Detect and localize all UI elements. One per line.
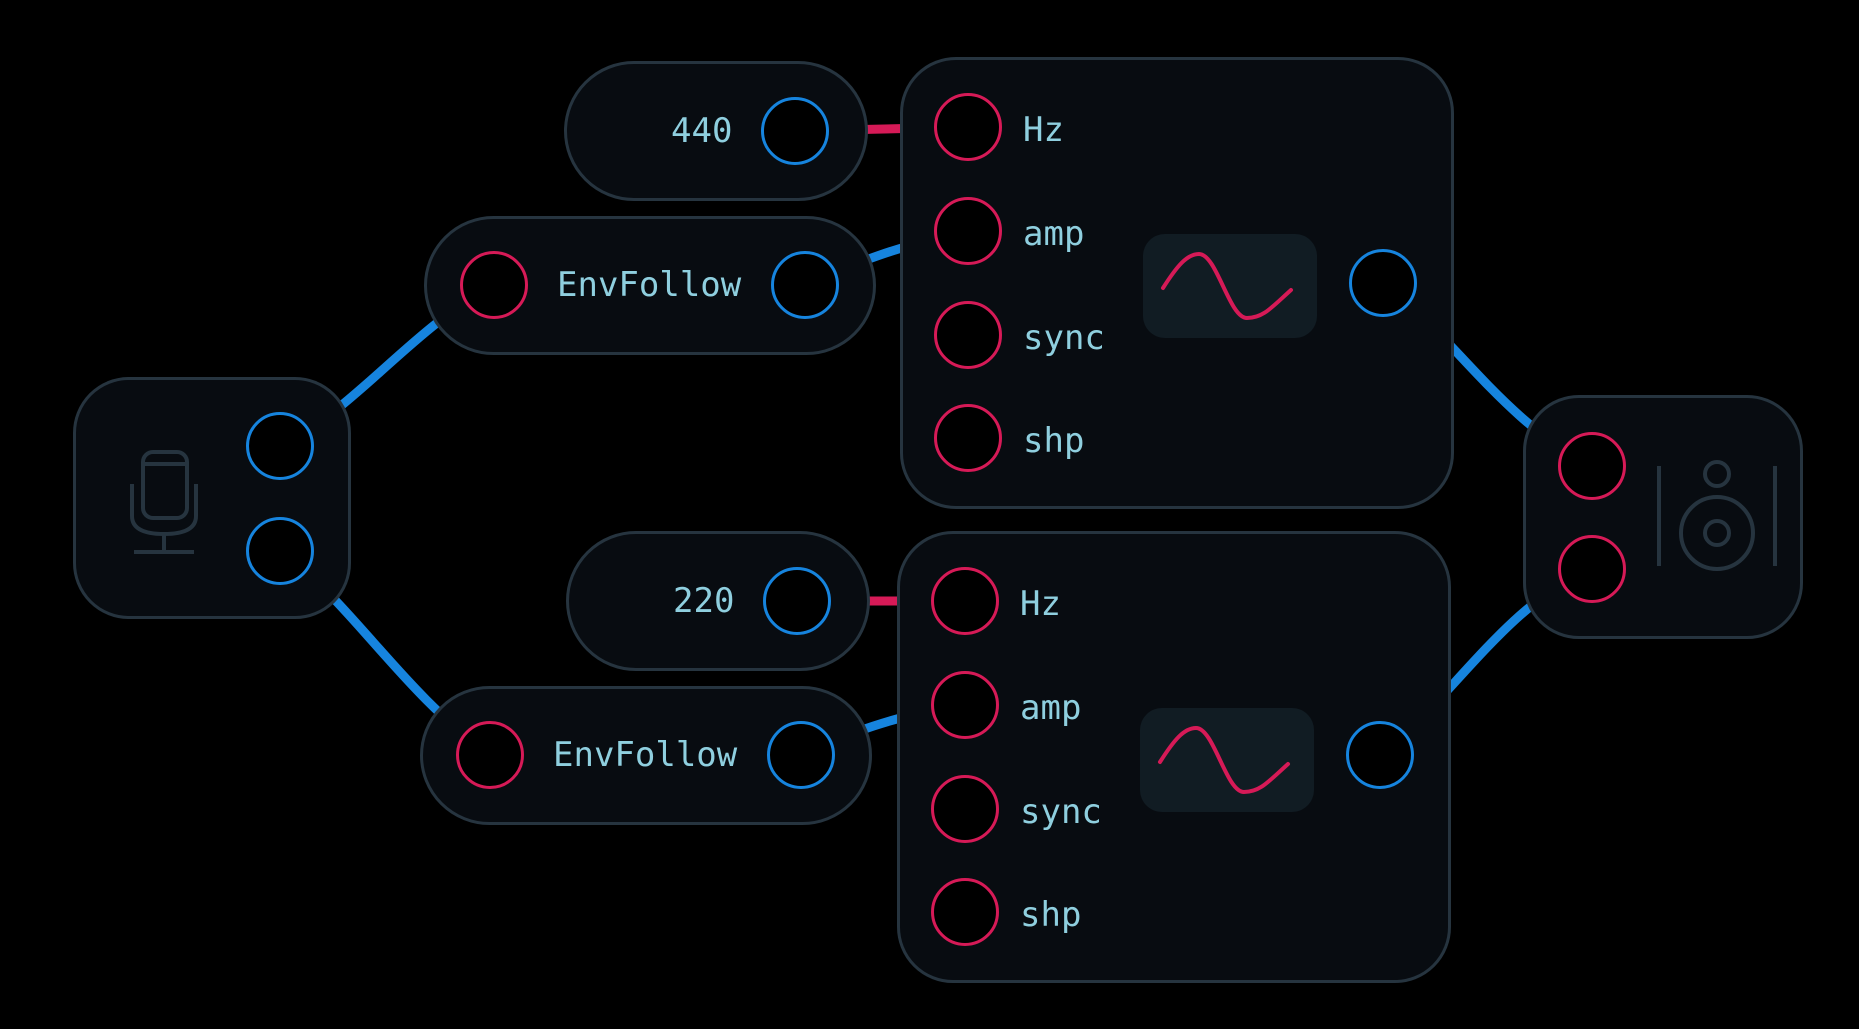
sine-wave-icon bbox=[1158, 725, 1290, 795]
mic-input-node[interactable] bbox=[73, 377, 351, 619]
envfollow-label: EnvFollow bbox=[557, 265, 742, 305]
envfollow-1-output-port[interactable] bbox=[771, 251, 839, 319]
osc-2-amp-port[interactable] bbox=[931, 671, 999, 739]
osc-input-label-amp: amp bbox=[1023, 214, 1085, 254]
envfollow-2-output-port[interactable] bbox=[767, 721, 835, 789]
speaker-output-node[interactable] bbox=[1523, 395, 1803, 639]
mic-output-port-1[interactable] bbox=[246, 412, 314, 480]
envfollow-1-input-port[interactable] bbox=[460, 251, 528, 319]
speaker-icon bbox=[1657, 460, 1777, 571]
osc-input-label-shp: shp bbox=[1020, 895, 1082, 935]
sine-wave-icon bbox=[1161, 251, 1293, 321]
constant-1-output-port[interactable] bbox=[761, 97, 829, 165]
osc-input-label-hz: Hz bbox=[1020, 584, 1061, 624]
constant-value: 220 bbox=[673, 581, 735, 621]
osc-input-label-shp: shp bbox=[1023, 421, 1085, 461]
osc-2-hz-port[interactable] bbox=[931, 567, 999, 635]
osc-1-amp-port[interactable] bbox=[934, 197, 1002, 265]
constant-value: 440 bbox=[671, 111, 733, 151]
speaker-input-port-1[interactable] bbox=[1558, 432, 1626, 500]
osc-input-label-sync: sync bbox=[1023, 318, 1105, 358]
osc-2-shp-port[interactable] bbox=[931, 878, 999, 946]
waveform-display bbox=[1143, 234, 1317, 338]
mic-output-port-2[interactable] bbox=[246, 517, 314, 585]
envfollow-2-input-port[interactable] bbox=[456, 721, 524, 789]
osc-2-output-port[interactable] bbox=[1346, 721, 1414, 789]
osc-1-output-port[interactable] bbox=[1349, 249, 1417, 317]
osc-1-shp-port[interactable] bbox=[934, 404, 1002, 472]
osc-input-label-hz: Hz bbox=[1023, 110, 1064, 150]
envfollow-label: EnvFollow bbox=[553, 735, 738, 775]
osc-input-label-amp: amp bbox=[1020, 688, 1082, 728]
constant-2-output-port[interactable] bbox=[763, 567, 831, 635]
osc-2-sync-port[interactable] bbox=[931, 775, 999, 843]
waveform-display bbox=[1140, 708, 1314, 812]
osc-1-hz-port[interactable] bbox=[934, 93, 1002, 161]
microphone-icon bbox=[130, 450, 198, 554]
speaker-input-port-2[interactable] bbox=[1558, 535, 1626, 603]
osc-1-sync-port[interactable] bbox=[934, 301, 1002, 369]
osc-input-label-sync: sync bbox=[1020, 792, 1102, 832]
